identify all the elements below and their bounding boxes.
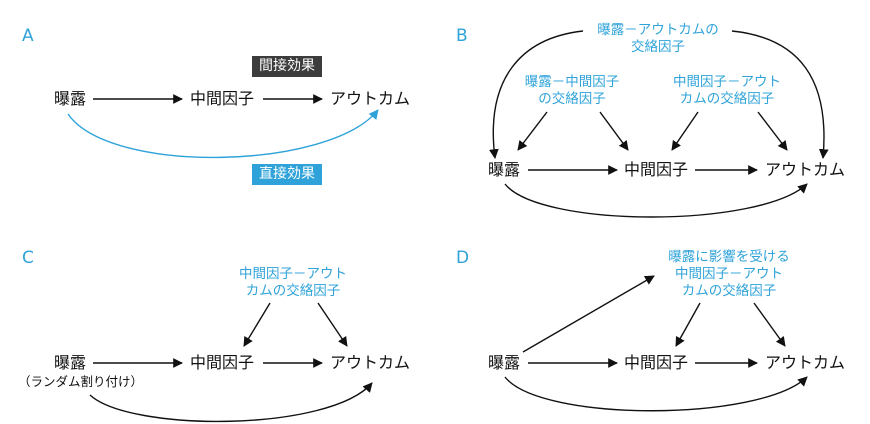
conf-b-eo-line1: 曝露－アウトカムの	[597, 22, 719, 38]
conf-b-eo-line2: 交絡因子	[631, 39, 685, 55]
conf-b-mo-line1: 中間因子－アウト	[673, 74, 781, 90]
conf-d-line1: 曝露に影響を受ける	[668, 249, 790, 265]
conf-b-mediator-outcome: 中間因子－アウト カムの交絡因子	[662, 74, 792, 108]
node-b-exposure: 曝露	[488, 160, 521, 179]
conf-b-mo-line2: カムの交絡因子	[679, 91, 775, 107]
arrow-b-conf-eo-outcome	[731, 30, 829, 159]
node-a-outcome: アウトカム	[330, 89, 411, 108]
conf-b-em-line2: の交絡因子	[538, 91, 606, 107]
arrow-c-exposure-outcome	[89, 382, 373, 423]
arrow-d-conf-mediator	[675, 302, 701, 347]
panel-letter-b: B	[456, 26, 468, 46]
arrow-b-exposure-outcome	[504, 183, 808, 218]
node-b-mediator: 中間因子	[624, 160, 689, 179]
arrow-c-conf-outcome	[317, 302, 348, 347]
node-c-mediator: 中間因子	[190, 353, 255, 372]
arrow-b-conf-em-mediator	[599, 111, 629, 151]
badge-indirect-effect: 間接効果	[252, 56, 322, 77]
arrow-b-conf-mo-mediator	[671, 111, 699, 151]
arrow-a-direct-effect	[67, 109, 379, 159]
arrow-b-conf-mo-outcome	[757, 111, 788, 151]
node-c-exposure-note: （ランダム割り付け）	[18, 374, 144, 389]
panel-letter-a: A	[22, 26, 34, 46]
node-c-exposure: 曝露	[54, 353, 87, 372]
conf-d-affected-mediator-outcome: 曝露に影響を受ける 中間因子－アウト カムの交絡因子	[654, 249, 804, 300]
arrow-b-conf-eo-exposure	[489, 30, 584, 159]
conf-c-mediator-outcome: 中間因子－アウト カムの交絡因子	[228, 266, 358, 300]
node-d-exposure: 曝露	[488, 353, 521, 372]
node-a-exposure: 曝露	[54, 89, 87, 108]
arrow-c-conf-mediator	[243, 302, 271, 347]
conf-b-exposure-mediator: 曝露－中間因子 の交絡因子	[510, 74, 634, 108]
panel-letter-c: C	[22, 248, 34, 268]
arrow-d-exposure-conf	[522, 275, 655, 353]
conf-b-em-line1: 曝露－中間因子	[524, 74, 620, 90]
arrow-d-exposure-outcome	[504, 376, 808, 412]
conf-d-line3: カムの交絡因子	[681, 283, 777, 299]
arrow-d-conf-outcome	[753, 302, 786, 347]
panel-letter-d: D	[456, 248, 470, 268]
node-d-mediator: 中間因子	[624, 353, 689, 372]
conf-c-mo-line1: 中間因子－アウト	[239, 266, 347, 282]
node-c-outcome: アウトカム	[330, 353, 411, 372]
badge-direct-effect: 直接効果	[252, 164, 322, 185]
conf-d-line2: 中間因子－アウト	[675, 266, 783, 282]
arrow-b-conf-em-exposure	[517, 111, 548, 151]
conf-b-exposure-outcome: 曝露－アウトカムの 交絡因子	[588, 22, 728, 56]
conf-c-mo-line2: カムの交絡因子	[245, 283, 341, 299]
node-a-mediator: 中間因子	[190, 89, 255, 108]
node-d-outcome: アウトカム	[765, 353, 846, 372]
node-b-outcome: アウトカム	[765, 160, 846, 179]
